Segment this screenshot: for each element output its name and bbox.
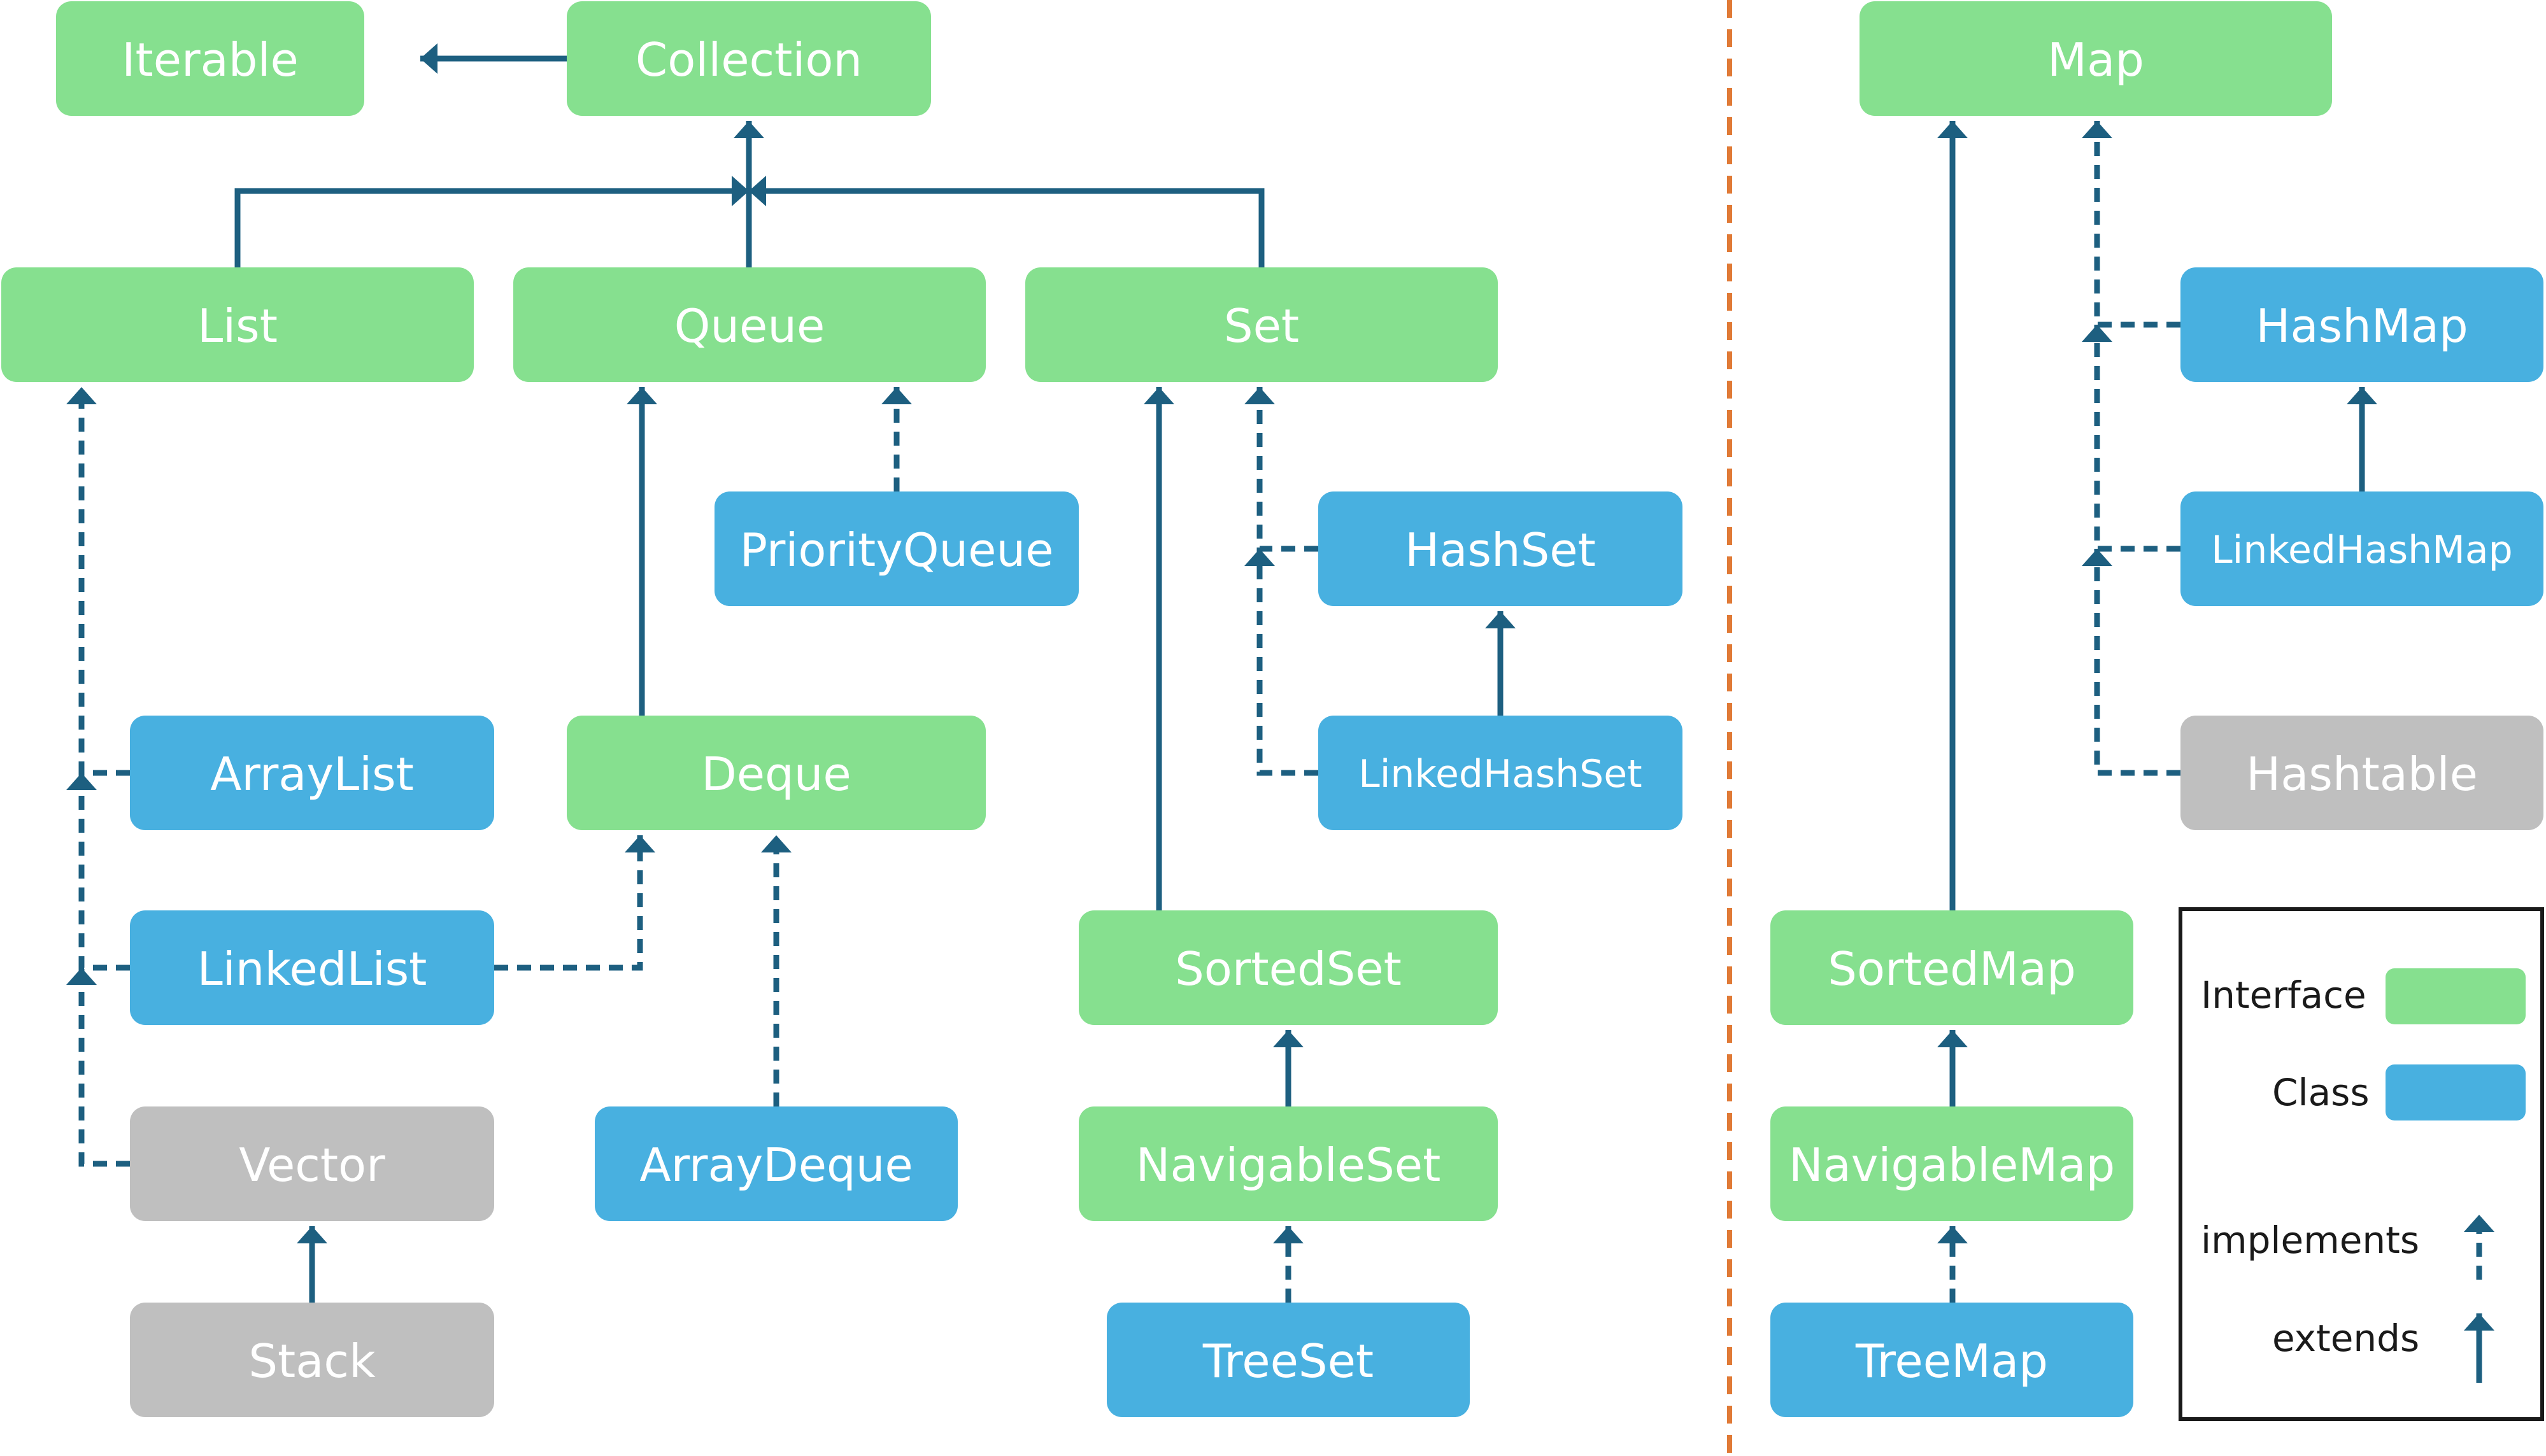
- node-collection: Collection: [567, 1, 931, 116]
- priority-queue-box: [715, 491, 1079, 606]
- legend-class-swatch: [2386, 1064, 2526, 1120]
- node-deque: Deque: [567, 716, 986, 830]
- edge-list-collection: [234, 176, 749, 267]
- node-tree-map: TreeMap: [1770, 1303, 2133, 1417]
- node-list: List: [1, 267, 474, 382]
- linked-list-box: [130, 910, 494, 1025]
- collection-label: Collection: [636, 33, 862, 87]
- node-array-deque: ArrayDeque: [595, 1106, 958, 1221]
- node-queue: Queue: [513, 267, 986, 382]
- edge-vector-list: [66, 968, 130, 1167]
- node-set: Set: [1025, 267, 1498, 382]
- node-hash-set: HashSet: [1318, 491, 1682, 606]
- hash-map-label: HashMap: [2256, 299, 2468, 353]
- node-hash-map: HashMap: [2180, 267, 2543, 382]
- linked-hash-map-box: [2180, 491, 2543, 606]
- legend-interface-swatch: [2386, 968, 2526, 1024]
- array-deque-box: [595, 1106, 958, 1221]
- edge-hashset-set: [1244, 387, 1318, 552]
- sorted-map-label: SortedMap: [1828, 942, 2076, 996]
- navigable-map-box: [1770, 1106, 2133, 1221]
- hashtable-label: Hashtable: [2246, 747, 2478, 801]
- map-label: Map: [2047, 33, 2144, 87]
- node-hashtable: Hashtable: [2180, 716, 2543, 830]
- sorted-map-box: [1770, 910, 2133, 1025]
- legend-class-label: Class: [2272, 1071, 2370, 1114]
- edge-set-collection: [749, 176, 1265, 267]
- deque-label: Deque: [701, 747, 851, 801]
- tree-map-box: [1770, 1303, 2133, 1417]
- node-navigable-map: NavigableMap: [1770, 1106, 2133, 1221]
- vector-box: [130, 1106, 494, 1221]
- node-sorted-map: SortedMap: [1770, 910, 2133, 1025]
- priority-queue-label: PriorityQueue: [740, 523, 1054, 577]
- edge-hashmap-map: [2082, 121, 2180, 328]
- node-map: Map: [1860, 1, 2332, 116]
- node-iterable: Iterable: [56, 1, 364, 116]
- navigable-map-label: NavigableMap: [1789, 1138, 2115, 1192]
- linked-hash-set-label: LinkedHashSet: [1358, 752, 1642, 796]
- hash-map-box: [2180, 267, 2543, 382]
- node-linked-hash-set: LinkedHashSet: [1318, 716, 1682, 830]
- hash-set-label: HashSet: [1405, 523, 1596, 577]
- hash-set-box: [1318, 491, 1682, 606]
- queue-label: Queue: [674, 299, 825, 353]
- tree-map-label: TreeMap: [1855, 1334, 2048, 1388]
- legend: Interface Class implements extends: [2179, 907, 2544, 1421]
- navigable-set-label: NavigableSet: [1136, 1138, 1441, 1192]
- tree-set-box: [1107, 1303, 1470, 1417]
- node-array-list: ArrayList: [130, 716, 494, 830]
- node-navigable-set: NavigableSet: [1079, 1106, 1498, 1221]
- linked-hash-set-box: [1318, 716, 1682, 830]
- set-box: [1025, 267, 1498, 382]
- sorted-set-label: SortedSet: [1175, 942, 1402, 996]
- stack-label: Stack: [248, 1334, 376, 1388]
- relationship-edges: [66, 43, 2377, 1303]
- legend-implements-label: implements: [2201, 1219, 2419, 1262]
- stack-box: [130, 1303, 494, 1417]
- vector-label: Vector: [239, 1138, 385, 1192]
- node-sorted-set: SortedSet: [1079, 910, 1498, 1025]
- iterable-label: Iterable: [122, 33, 299, 87]
- linked-list-label: LinkedList: [197, 942, 427, 996]
- list-box: [1, 267, 474, 382]
- legend-interface-label: Interface: [2201, 973, 2366, 1017]
- map-box: [1860, 1, 2332, 116]
- edge-hashtable-map: [2082, 549, 2180, 776]
- iterable-box: [56, 1, 364, 116]
- array-list-box: [130, 716, 494, 830]
- sorted-set-box: [1079, 910, 1498, 1025]
- navigable-set-box: [1079, 1106, 1498, 1221]
- array-deque-label: ArrayDeque: [639, 1138, 913, 1192]
- edge-linkedhashmap-map: [2082, 325, 2180, 552]
- node-linked-list: LinkedList: [130, 910, 494, 1025]
- set-label: Set: [1224, 299, 1299, 353]
- collection-box: [567, 1, 931, 116]
- edge-linkedhashset-set: [1244, 549, 1318, 776]
- hashtable-box: [2180, 716, 2543, 830]
- deque-box: [567, 716, 986, 830]
- node-priority-queue: PriorityQueue: [715, 491, 1079, 606]
- node-linked-hash-map: LinkedHashMap: [2180, 491, 2543, 606]
- node-tree-set: TreeSet: [1107, 1303, 1470, 1417]
- edge-linkedlist-deque: [494, 835, 655, 971]
- node-vector: Vector: [130, 1106, 494, 1221]
- legend-extends-label: extends: [2272, 1317, 2419, 1360]
- array-list-label: ArrayList: [210, 747, 414, 801]
- edge-linkedlist-list: [66, 773, 130, 971]
- linked-hash-map-label: LinkedHashMap: [2211, 528, 2513, 572]
- queue-box: [513, 267, 986, 382]
- tree-set-label: TreeSet: [1202, 1334, 1374, 1388]
- node-stack: Stack: [130, 1303, 494, 1417]
- edge-arraylist-list: [66, 387, 130, 776]
- list-label: List: [197, 299, 278, 353]
